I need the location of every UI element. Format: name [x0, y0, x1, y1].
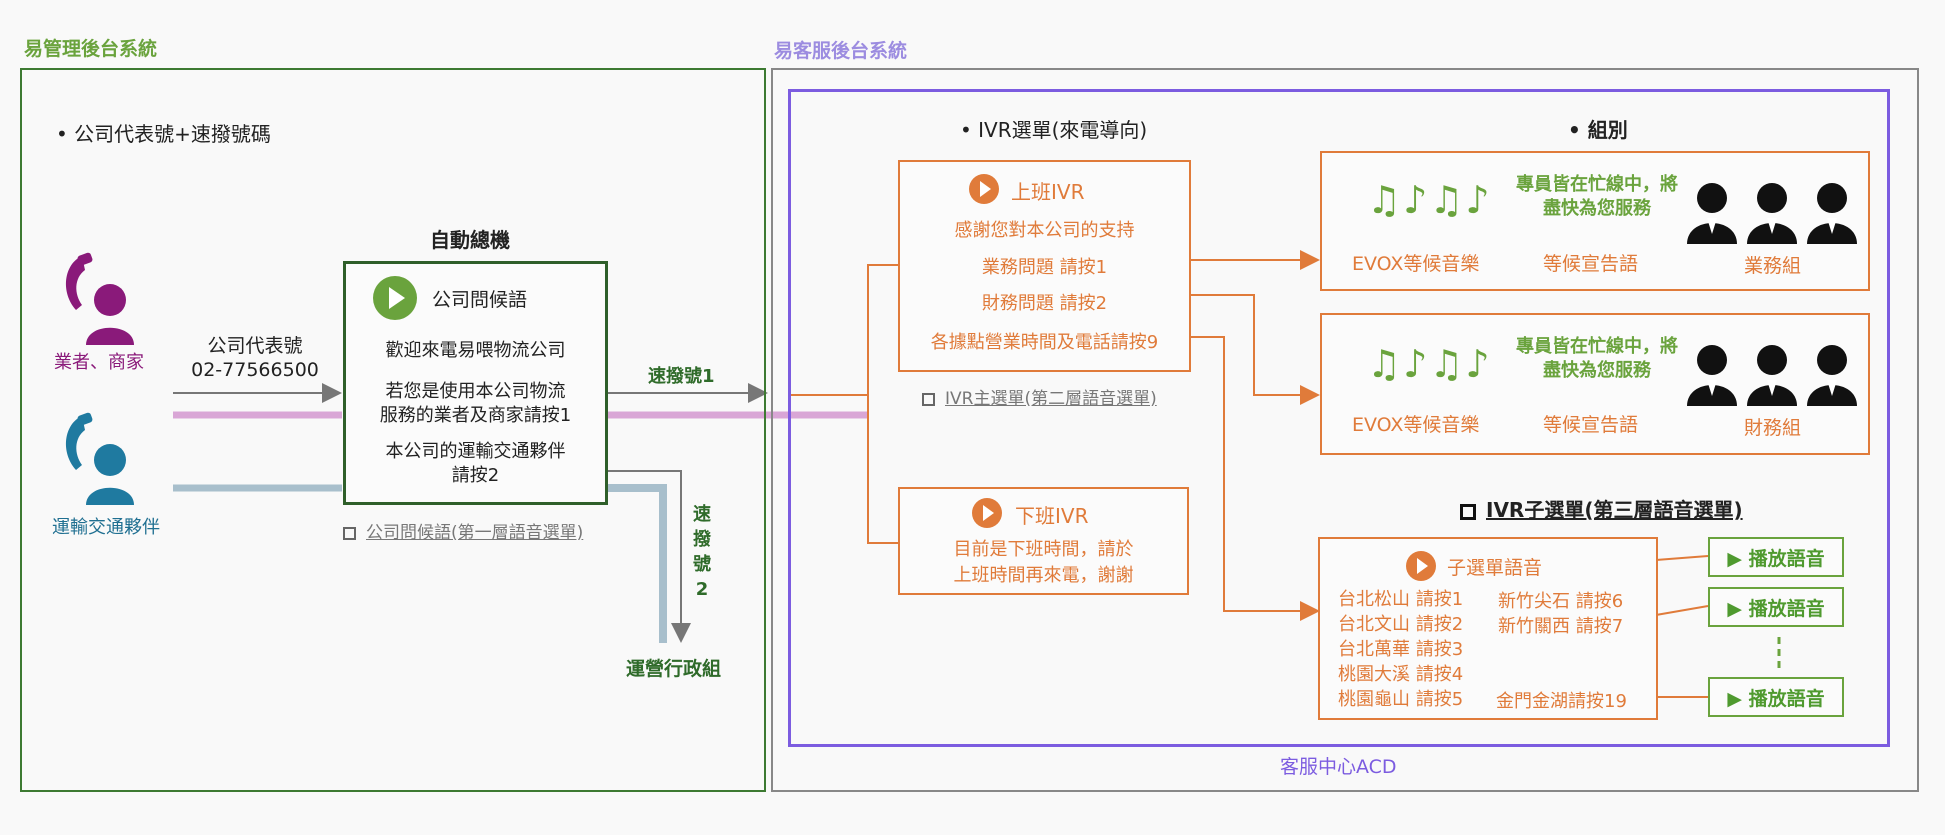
music-label: EVOX等候音樂 [1352, 253, 1480, 275]
play-circle-icon[interactable] [1406, 551, 1436, 581]
submenu-item: 新竹尖石 請按6 [1498, 591, 1624, 612]
greeting-menu-text: 公司問候語(第一層語音選單) [366, 523, 584, 543]
acd-panel [788, 89, 1890, 747]
acd-label: 客服中心ACD [1280, 756, 1397, 778]
speed-dial-2-char: 撥 [693, 529, 711, 550]
submenu-item: 桃園龜山 請按5 [1338, 689, 1464, 710]
announce-label: 等候宣告語 [1543, 414, 1639, 436]
agent-person-icons-finance [1687, 345, 1857, 406]
music-notes-icon: ♫♪♫♪ [1367, 342, 1492, 386]
greeting-box: 公司問候語 歡迎來電易喂物流公司 若您是使用本公司物流 服務的業者及商家請按1 … [343, 261, 608, 505]
phone-person-icon [52, 410, 142, 505]
play-circle-icon[interactable] [972, 498, 1002, 528]
speed-dial-1-label: 速撥號1 [648, 366, 715, 387]
auto-attendant-title: 自動總機 [430, 228, 510, 252]
group-name: 業務組 [1744, 255, 1802, 277]
off-ivr-title: 下班IVR [1015, 504, 1089, 528]
greeting-line-3b: 請按2 [451, 465, 500, 486]
ivr-main-text: IVR主選單(第二層語音選單) [945, 389, 1157, 409]
group-box-finance: ♫♪♫♪ 專員皆在忙線中，將 盡快為您服務 EVOX等候音樂 等候宣告語 財務組 [1320, 313, 1870, 455]
submenu-heading-text: IVR子選單(第三層語音選單) [1486, 498, 1743, 522]
music-notes-icon: ♫♪♫♪ [1367, 178, 1492, 222]
work-ivr-box: 上班IVR 感謝您對本公司的支持 業務問題 請按1 財務問題 請按2 各據點營業… [898, 160, 1191, 372]
submenu-box: 子選單語音 台北松山 請按1 台北文山 請按2 台北萬華 請按3 桃園大溪 請按… [1318, 537, 1658, 720]
checkbox-icon [343, 526, 356, 540]
greeting-menu-label[interactable]: 公司問候語(第一層語音選單) [343, 518, 583, 543]
play-voice-button[interactable]: ▶ 播放語音 [1708, 587, 1844, 627]
ops-group-label: 運營行政組 [626, 658, 722, 680]
busy-line: 專員皆在忙線中，將 [1516, 336, 1678, 357]
caller-partner-label: 運輸交通夥伴 [52, 517, 160, 538]
greeting-line-1: 歡迎來電易喂物流公司 [385, 340, 566, 361]
submenu-heading[interactable]: IVR子選單(第三層語音選單) [1460, 494, 1743, 523]
checkbox-icon [1460, 503, 1476, 520]
checkbox-icon [922, 392, 935, 406]
greeting-line-3: 本公司的運輸交通夥伴 請按2 [346, 440, 605, 488]
speed-dial-2-arrow [608, 470, 691, 643]
off-ivr-box: 下班IVR 目前是下班時間，請於 上班時間再來電，謝謝 [898, 487, 1189, 595]
greeting-line-2b: 服務的業者及商家請按1 [379, 405, 572, 426]
speed-dial-2-label: 速 撥 號 2 [690, 502, 714, 602]
company-number: 02-77566500 [191, 359, 319, 381]
partner-path-2 [608, 484, 667, 643]
busy-message: 專員皆在忙線中，將 盡快為您服務 [1502, 173, 1692, 221]
submenu-item: 桃園大溪 請按4 [1338, 664, 1464, 685]
work-ivr-line: 財務問題 請按2 [981, 293, 1108, 314]
agent-person-icon [1687, 345, 1737, 406]
right-system-panel [771, 68, 1919, 792]
speed-dial-2-char: 2 [695, 579, 709, 600]
work-ivr-line: 業務問題 請按1 [981, 257, 1108, 278]
left-system-title: 易管理後台系統 [24, 38, 158, 60]
company-number-label: 公司代表號 [207, 335, 303, 357]
agent-person-icon [1747, 183, 1797, 244]
work-ivr-line: 感謝您對本公司的支持 [954, 220, 1135, 241]
speed-dial-2-char: 速 [693, 504, 711, 525]
submenu-item: 台北萬華 請按3 [1338, 639, 1464, 660]
busy-line: 盡快為您服務 [1543, 198, 1651, 219]
off-ivr-text: 目前是下班時間，請於 上班時間再來電，謝謝 [900, 537, 1187, 589]
busy-message: 專員皆在忙線中，將 盡快為您服務 [1502, 335, 1692, 383]
group-name: 財務組 [1744, 417, 1802, 439]
submenu-item: 台北松山 請按1 [1338, 589, 1464, 610]
submenu-title: 子選單語音 [1447, 557, 1543, 579]
greeting-line-3a: 本公司的運輸交通夥伴 [385, 441, 566, 462]
agent-person-icon [1807, 345, 1857, 406]
play-circle-icon[interactable] [969, 174, 999, 204]
group-heading: 組別 [1568, 114, 1628, 143]
right-system-title: 易客服後台系統 [774, 40, 908, 62]
agent-person-icons-business [1687, 183, 1857, 244]
greeting-line-2: 若您是使用本公司物流 服務的業者及商家請按1 [346, 380, 605, 428]
speed-dial-2-char: 號 [693, 554, 711, 575]
company-number-block: 公司代表號 02-77566500 [180, 334, 330, 382]
agent-person-icon [1747, 345, 1797, 406]
submenu-item: 新竹關西 請按7 [1498, 616, 1624, 637]
ivr-heading: IVR選單(來電導向) [960, 114, 1147, 143]
group-box-business: ♫♪♫♪ 專員皆在忙線中，將 盡快為您服務 EVOX等候音樂 等候宣告語 業務組 [1320, 151, 1870, 291]
announce-label: 等候宣告語 [1543, 253, 1639, 275]
left-system-panel [20, 68, 766, 792]
play-voice-button[interactable]: ▶ 播放語音 [1708, 537, 1844, 577]
play-circle-icon[interactable] [373, 276, 417, 320]
off-ivr-line: 上班時間再來電，謝謝 [953, 565, 1134, 586]
submenu-left-list: 台北松山 請按1 台北文山 請按2 台北萬華 請按3 桃園大溪 請按4 桃園龜山… [1338, 587, 1463, 712]
work-ivr-title: 上班IVR [1011, 180, 1085, 204]
submenu-item: 台北文山 請按2 [1338, 614, 1464, 635]
music-label: EVOX等候音樂 [1352, 414, 1480, 436]
play-voice-button[interactable]: ▶ 播放語音 [1708, 677, 1844, 717]
phone-person-icon [52, 250, 142, 345]
ivr-main-label[interactable]: IVR主選單(第二層語音選單) [922, 384, 1157, 409]
left-bullet-text: 公司代表號+速撥號碼 [56, 118, 271, 147]
submenu-item: 金門金湖請按19 [1496, 691, 1627, 712]
caller-merchant-label: 業者、商家 [54, 352, 144, 373]
busy-line: 專員皆在忙線中，將 [1516, 174, 1678, 195]
agent-person-icon [1807, 183, 1857, 244]
greeting-line-2a: 若您是使用本公司物流 [385, 381, 566, 402]
off-ivr-line: 目前是下班時間，請於 [953, 539, 1134, 560]
agent-person-icon [1687, 183, 1737, 244]
greeting-title: 公司問候語 [432, 289, 528, 311]
work-ivr-line: 各據點營業時間及電話請按9 [930, 332, 1159, 353]
busy-line: 盡快為您服務 [1543, 360, 1651, 381]
